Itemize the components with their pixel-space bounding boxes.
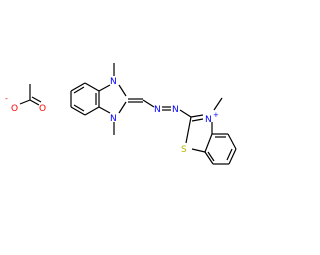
acetate-c-o-double-bond-a bbox=[29, 99, 40, 106]
bzi-bond-2 bbox=[70, 82, 86, 92]
benzothiazolium-ring-system bbox=[185, 97, 237, 165]
bzi-inner-2 bbox=[73, 104, 85, 112]
acetate-anion bbox=[19, 84, 42, 106]
acetate-minus-sign: - bbox=[5, 94, 8, 103]
bzi-bond-5 bbox=[84, 106, 100, 116]
azo-linkage bbox=[162, 106, 192, 118]
structure-svg: O - O N N N N bbox=[5, 63, 237, 165]
bzi-n3-c-bond bbox=[98, 106, 111, 114]
molecule-structure-diagram: O - O N N N N bbox=[5, 63, 237, 165]
bzt-bond-2 bbox=[227, 133, 237, 150]
acetate-o-label: O bbox=[39, 104, 46, 114]
azo-n1-label: N bbox=[154, 105, 161, 115]
acetate-c-o-bond bbox=[19, 99, 31, 105]
bzt-inner-2 bbox=[226, 148, 233, 161]
bzt-c2-n-bond-a bbox=[190, 114, 204, 118]
bzt-fused-bond bbox=[204, 133, 213, 153]
bzi-bond-1 bbox=[84, 82, 100, 92]
azo-n2-label: N bbox=[172, 105, 179, 115]
bzi-bond-4 bbox=[70, 106, 86, 116]
bzt-bond-3 bbox=[228, 148, 237, 165]
bzt-c2-n-bond-b bbox=[191, 118, 204, 122]
bzt-inner-3 bbox=[207, 151, 215, 162]
ch-n-bond bbox=[142, 99, 155, 108]
bzi-n1-label: N bbox=[110, 77, 117, 87]
bzi-n1-c2-bond bbox=[118, 84, 127, 97]
bzi-c2-n3-bond bbox=[118, 101, 127, 114]
bzi-c-n1-bond bbox=[98, 84, 111, 92]
azo-n-c-bond bbox=[179, 109, 192, 118]
bzi-n3-label: N bbox=[110, 114, 117, 124]
bzt-bond-5 bbox=[204, 151, 214, 165]
bzi-inner-1 bbox=[73, 86, 85, 94]
acetate-o-minus-label: O bbox=[11, 104, 18, 114]
acetate-c-o-double-bond-b bbox=[31, 96, 42, 103]
bzt-c2-s-bond bbox=[185, 116, 192, 144]
bzt-n-methyl bbox=[213, 97, 223, 111]
bzt-s-label: S bbox=[181, 145, 187, 155]
benzimidazole-ring-system bbox=[70, 63, 155, 135]
bzt-s-c-bond bbox=[191, 148, 206, 153]
bzt-n-label: N bbox=[205, 115, 212, 125]
bzt-plus-sign: + bbox=[213, 111, 219, 119]
